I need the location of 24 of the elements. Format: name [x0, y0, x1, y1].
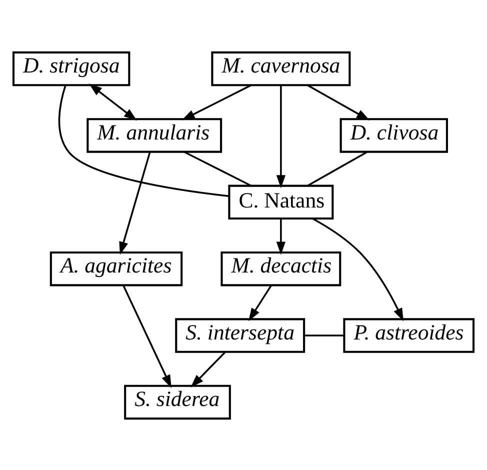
connector [307, 150, 368, 186]
node-box: S. siderea [124, 384, 231, 420]
connector [58, 84, 230, 196]
node-box: D. strigosa [12, 50, 130, 86]
node-box: S. intersepta [175, 318, 306, 352]
arrow [190, 351, 226, 387]
arrow [119, 151, 151, 254]
arrow [276, 84, 286, 188]
arrow [88, 83, 137, 120]
arrow [276, 218, 286, 254]
arrow [248, 284, 272, 321]
connector [304, 334, 344, 336]
node-box: M. decactis [220, 251, 342, 286]
node-box: A. agaricites [50, 251, 183, 286]
node-box: C. Natans [228, 184, 334, 219]
node-box: D. clivosa [340, 118, 448, 152]
arrow [182, 84, 252, 120]
arrow [307, 84, 370, 120]
arrow [312, 217, 404, 321]
connector [184, 150, 252, 186]
node-box: M. annularis [86, 118, 222, 152]
arrow [122, 284, 172, 388]
node-box: P. astreoides [343, 318, 475, 352]
node-box: M. cavernosa [211, 50, 351, 86]
